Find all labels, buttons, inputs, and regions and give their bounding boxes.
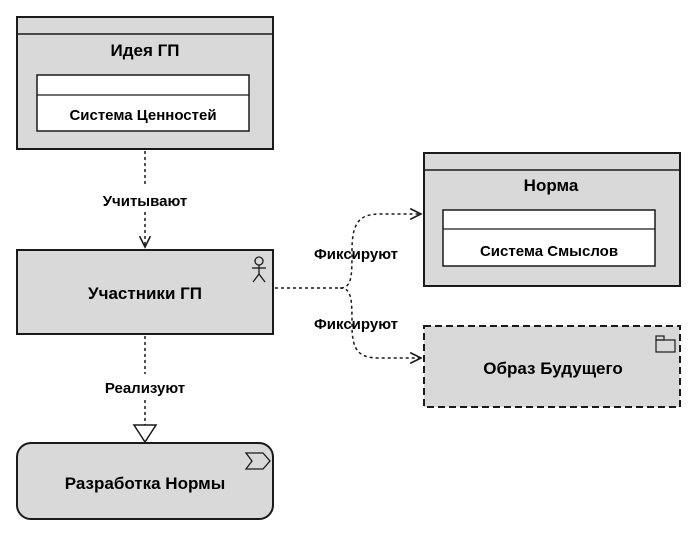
edge-realize-label: Реализуют — [105, 380, 185, 397]
edge-fixes-norm-label: Фиксируют — [314, 246, 398, 263]
meanings-system-label: Система Смыслов — [480, 243, 618, 260]
future-image-node[interactable]: Образ Будущего — [423, 325, 681, 408]
realization-triangle-icon — [132, 424, 158, 444]
idea-title: Идея ГП — [111, 41, 180, 60]
edge-fixes-future-label: Фиксируют — [314, 316, 398, 333]
idea-node[interactable]: Идея ГП Система Ценностей — [16, 16, 274, 150]
package-icon — [655, 335, 676, 353]
norm-development-label: Разработка Нормы — [65, 474, 225, 493]
norm-development-node[interactable]: Разработка Нормы — [16, 442, 274, 520]
norm-node[interactable]: Норма Система Смыслов — [423, 152, 681, 287]
participants-node[interactable]: Участники ГП — [16, 249, 274, 335]
norm-title: Норма — [524, 176, 579, 195]
future-image-label: Образ Будущего — [483, 359, 622, 378]
process-arrow-icon — [244, 452, 271, 470]
values-system-label: Система Ценностей — [69, 107, 216, 124]
edge-considers: Учитывают — [103, 151, 188, 247]
actor-icon — [252, 256, 266, 283]
edge-considers-label: Учитывают — [103, 193, 188, 210]
edge-realize: Реализуют — [105, 336, 185, 444]
participants-label: Участники ГП — [88, 284, 202, 303]
edge-fixes — [275, 214, 421, 358]
